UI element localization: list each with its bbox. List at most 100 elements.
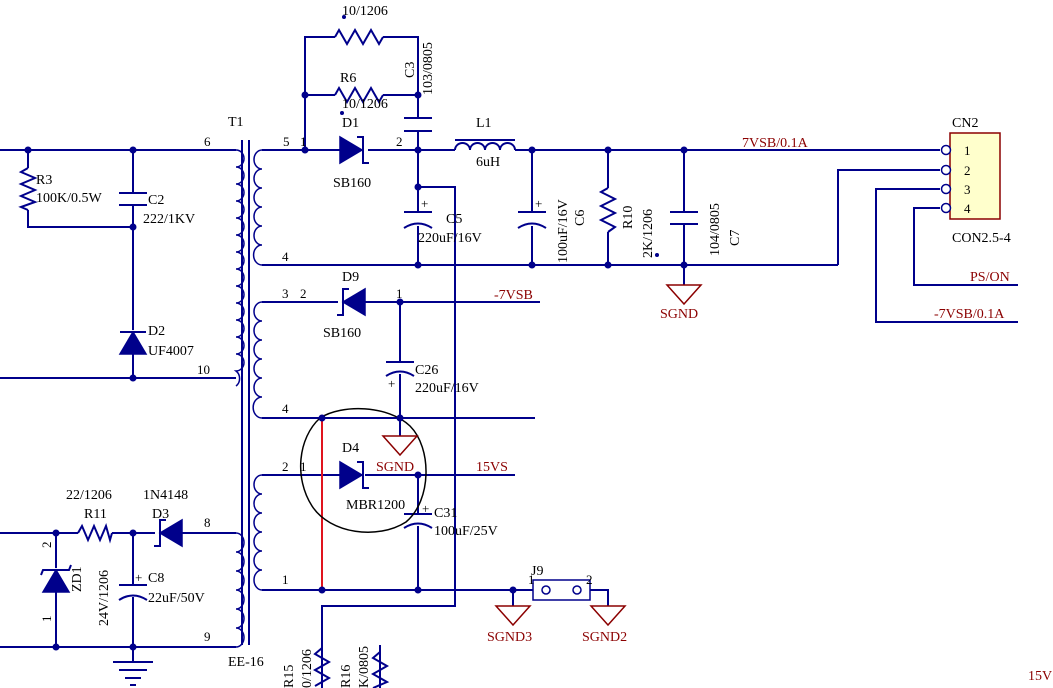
- d4-part-label: MBR1200: [346, 498, 405, 513]
- sgnd3-ground-symbol: [494, 605, 532, 627]
- c6-value-label: 100uF/16V: [556, 199, 571, 263]
- r16-ref-label: R16: [339, 665, 354, 688]
- cn2-pin1-label: 1: [964, 143, 971, 158]
- net-m7vsb-label: -7VSB: [494, 288, 533, 303]
- r-top-value-label: 10/1206: [342, 4, 388, 19]
- j9-ref-label: J9: [531, 564, 543, 579]
- d1-part-label: SB160: [333, 176, 371, 191]
- connector-cn2-symbol[interactable]: [940, 132, 1001, 220]
- d4-ref-label: D4: [342, 441, 359, 456]
- l1-value-label: 6uH: [476, 155, 500, 170]
- diode-d2-symbol: [118, 330, 148, 355]
- capacitor-c2-symbol: [119, 192, 147, 206]
- r10-ref-label: R10: [621, 206, 636, 229]
- t1-pin4-mid-label: 4: [282, 401, 289, 416]
- r15-value-label: 0/1206: [300, 649, 315, 688]
- c7-ref-label: C7: [728, 230, 743, 246]
- transformer-t1-symbol: [233, 140, 263, 648]
- zd1-pin2-label: 2: [39, 542, 54, 549]
- c31-value-label: 100uF/25V: [434, 524, 498, 539]
- r6-ref-label: R6: [340, 71, 356, 86]
- resistor-r10-symbol: [598, 187, 618, 233]
- l1-ref-label: L1: [476, 116, 492, 131]
- sgnd2-label: SGND2: [582, 630, 627, 645]
- c31-plus-sign: +: [422, 501, 429, 516]
- t1-pin4-top-label: 4: [282, 249, 289, 264]
- sgnd3-label: SGND3: [487, 630, 532, 645]
- r10-value-label: 2K/1206: [641, 209, 656, 258]
- zd1-value-label: 24V/1206: [97, 570, 112, 626]
- jumper-j9-symbol: [532, 579, 591, 601]
- capacitor-c5-symbol: [403, 211, 433, 229]
- resistor-top-symbol: [334, 27, 384, 47]
- c26-ref-label: C26: [415, 363, 438, 378]
- capacitor-c3-symbol: [404, 117, 432, 132]
- net-m7vsb-a-label: -7VSB/0.1A: [934, 307, 1005, 322]
- j9-pin2-label: 2: [586, 572, 593, 587]
- diode-d9-symbol: [337, 287, 366, 317]
- cn2-pin2-label: 2: [964, 163, 971, 178]
- c26-plus-sign: +: [388, 376, 395, 391]
- d2-part-label: UF4007: [148, 344, 194, 359]
- d2-ref-label: D2: [148, 324, 165, 339]
- c31-ref-label: C31: [434, 506, 457, 521]
- t1-pin6-label: 6: [204, 134, 211, 149]
- diode-d3-symbol: [154, 518, 183, 548]
- t1-pin8-label: 8: [204, 515, 211, 530]
- capacitor-c31-symbol: [403, 513, 433, 529]
- c26-value-label: 220uF/16V: [415, 381, 479, 396]
- cn2-pin4-label: 4: [964, 201, 971, 216]
- r16-value-label: K/0805: [357, 646, 372, 688]
- resistor-r3-symbol: [18, 167, 38, 211]
- net-7vsb-label: 7VSB/0.1A: [742, 136, 809, 151]
- cn2-ref-label: CN2: [952, 116, 978, 131]
- r15-ref-label: R15: [282, 665, 297, 688]
- d3-part-label: 1N4148: [143, 488, 188, 503]
- resistor-r16-symbol: [370, 651, 390, 688]
- d1-pin1-label: 1: [300, 134, 307, 149]
- c2-ref-label: C2: [148, 193, 164, 208]
- c8-value-label: 22uF/50V: [148, 591, 205, 606]
- t1-pin3-label: 3: [282, 286, 289, 301]
- r11-value-label: 22/1206: [66, 488, 112, 503]
- resistor-r11-symbol: [77, 523, 113, 544]
- sgnd-top-label: SGND: [660, 307, 698, 322]
- t1-pin1-label: 1: [282, 572, 289, 587]
- c2-value-label: 222/1KV: [143, 212, 195, 227]
- d9-pin1-label: 1: [396, 286, 403, 301]
- r3-value-label: 100K/0.5W: [36, 191, 103, 206]
- t1-part-label: EE-16: [228, 655, 264, 670]
- zd1-pin1-label: 1: [39, 616, 54, 623]
- r3-ref-label: R3: [36, 173, 52, 188]
- zd1-ref-label: ZD1: [70, 566, 85, 592]
- d9-pin2-label: 2: [300, 286, 307, 301]
- sgnd-ground-symbol: [665, 284, 703, 306]
- c5-ref-label: C5: [446, 212, 462, 227]
- c6-ref-label: C6: [573, 210, 588, 226]
- d9-part-label: SB160: [323, 326, 361, 341]
- d1-pin2-label: 2: [396, 134, 403, 149]
- resistor-r15-symbol: [312, 647, 332, 687]
- t1-pin2-label: 2: [282, 459, 289, 474]
- c7-value-label: 104/0805: [708, 203, 723, 256]
- wires: [0, 36, 1018, 688]
- sgnd-mid-label: SGND: [376, 460, 414, 475]
- diode-d4-symbol: [339, 460, 369, 490]
- net-15v-edge-label: 15V: [1028, 669, 1052, 684]
- r11-ref-label: R11: [84, 507, 107, 522]
- r6-value-label: 10/1206: [342, 97, 388, 112]
- capacitor-c7-symbol: [670, 211, 698, 225]
- zener-zd1-symbol: [40, 564, 72, 593]
- c3-ref-label: C3: [403, 62, 418, 78]
- c5-plus-sign: +: [421, 196, 428, 211]
- t1-ref-label: T1: [228, 115, 244, 130]
- d3-ref-label: D3: [152, 507, 169, 522]
- c6-plus-sign: +: [535, 196, 542, 211]
- capacitor-c26-symbol: [385, 361, 415, 377]
- inductor-l1-symbol: [454, 139, 516, 151]
- c8-plus-sign: +: [135, 570, 142, 585]
- sgnd-mid-ground-symbol: [381, 435, 419, 457]
- junction-dots: [24, 15, 688, 651]
- d1-ref-label: D1: [342, 116, 359, 131]
